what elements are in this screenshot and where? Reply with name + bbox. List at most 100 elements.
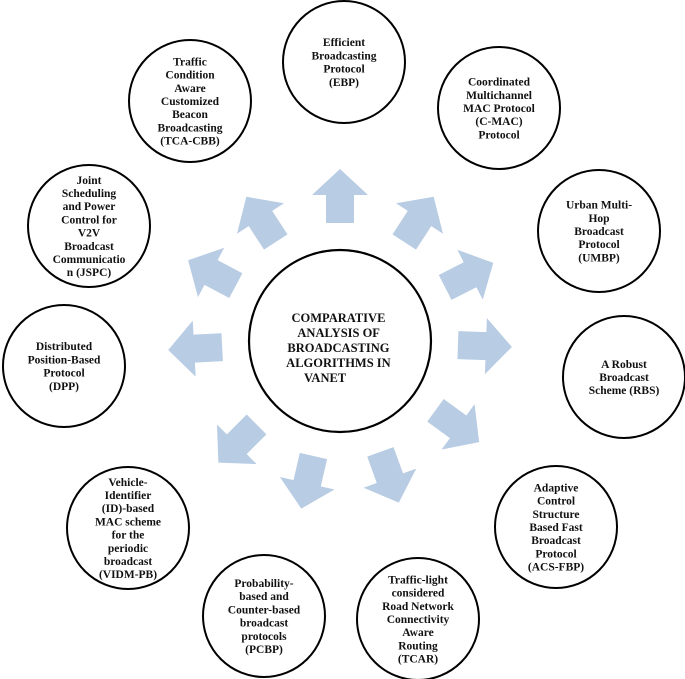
node-circle bbox=[537, 169, 661, 293]
arrow-shape bbox=[312, 169, 368, 223]
node-label-line: Broadcast bbox=[64, 241, 114, 253]
node-label-line: A Robust bbox=[601, 359, 647, 371]
node-label-line: Protocol bbox=[43, 368, 84, 380]
center-node: COMPARATIVE ANALYSIS OF BROADCASTING ALG… bbox=[247, 248, 433, 434]
node-label-line: MAC scheme bbox=[95, 516, 161, 528]
node-label-line: Broadcast bbox=[531, 535, 581, 547]
node-label-line: Based Fast bbox=[529, 522, 583, 534]
center-line: ALGORITHMS IN bbox=[286, 356, 391, 370]
node-label-line: and Power bbox=[63, 201, 116, 213]
node-label-line: protocols bbox=[241, 631, 287, 643]
arrow-group bbox=[363, 447, 417, 503]
node-label-line: broadcast bbox=[104, 556, 153, 568]
node-label-line: Counter-based bbox=[228, 604, 301, 616]
node-circle bbox=[494, 465, 618, 589]
node-label-line: Road Network bbox=[382, 601, 454, 613]
center-line: ANALYSIS OF bbox=[297, 326, 380, 340]
arrow-group bbox=[438, 249, 494, 300]
node-label-line: (DPP) bbox=[49, 381, 79, 393]
node-label-line: Protocol bbox=[323, 64, 364, 76]
node-label-line: (ID)-based bbox=[102, 503, 155, 515]
node-label-line: Control for bbox=[61, 214, 117, 226]
node-label-line: based and bbox=[239, 591, 289, 603]
node-label-line: Vehicle- bbox=[108, 477, 147, 489]
node-label-line: Scheme (RBS) bbox=[589, 385, 660, 397]
node-label-line: Beacon bbox=[172, 109, 208, 121]
arrow-group bbox=[168, 320, 223, 377]
node-label-line: Coordinated bbox=[468, 77, 531, 89]
node-label-line: for the bbox=[112, 530, 145, 542]
node-label-line: Traffic bbox=[173, 56, 207, 68]
center-label: COMPARATIVE ANALYSIS OF BROADCASTING ALG… bbox=[286, 311, 394, 385]
node-label-line: periodic bbox=[108, 543, 148, 555]
node-label-line: considered bbox=[392, 588, 445, 600]
node-label-line: Communicatio bbox=[53, 254, 126, 266]
node-label-line: Protocol bbox=[478, 129, 519, 141]
arrow-group bbox=[427, 399, 480, 450]
node-label-line: Distributed bbox=[36, 341, 93, 353]
node-circle bbox=[282, 0, 406, 124]
node-label-line: Scheduling bbox=[62, 188, 117, 200]
node-label-line: (TCAR) bbox=[398, 654, 438, 666]
node-label-line: Joint bbox=[77, 175, 102, 187]
node-label-line: Hop bbox=[588, 213, 609, 225]
node-label-line: Efficient bbox=[323, 37, 365, 49]
node-label-line: Position-Based bbox=[28, 354, 101, 366]
node-label-line: Structure bbox=[532, 509, 579, 521]
node-label-line: (PCBP) bbox=[245, 644, 283, 656]
arrow-group bbox=[392, 196, 444, 250]
arrow-shape bbox=[216, 414, 267, 465]
node-label-line: Adaptive bbox=[534, 482, 579, 494]
arrow-shape bbox=[236, 196, 288, 250]
node-label-line: Traffic-light bbox=[388, 574, 448, 586]
node-circle bbox=[202, 554, 326, 678]
arrow-group bbox=[188, 247, 243, 298]
node-label-line: Broadcast bbox=[574, 226, 624, 238]
node-circle bbox=[2, 304, 126, 428]
node-label-line: (EBP) bbox=[329, 77, 359, 89]
node-label-line: Multichannel bbox=[466, 90, 532, 102]
node-circle bbox=[66, 466, 190, 590]
node-label-line: broadcast bbox=[240, 618, 289, 630]
center-circle bbox=[247, 248, 433, 434]
node-label-line: Control bbox=[537, 496, 575, 508]
arrow-group bbox=[312, 169, 368, 223]
node-circle bbox=[128, 39, 252, 163]
node-label-line: Urban Multi- bbox=[566, 200, 632, 212]
node-label-line: Aware bbox=[174, 83, 206, 95]
arrow-group bbox=[279, 452, 335, 509]
center-line: BROADCASTING bbox=[287, 341, 389, 355]
arrow-shape bbox=[168, 320, 223, 377]
node-label-line: MAC Protocol bbox=[463, 103, 535, 115]
node-label-line: (VIDM-PB) bbox=[99, 569, 157, 581]
arrow-shape bbox=[363, 447, 417, 503]
node-label-line: Connectivity bbox=[387, 614, 450, 626]
arrow-shape bbox=[438, 249, 494, 300]
node-label-line: Customized bbox=[161, 96, 220, 108]
node-label-line: (ACS-FBP) bbox=[528, 562, 584, 574]
center-line: COMPARATIVE bbox=[291, 311, 385, 325]
node-label-line: Probability- bbox=[234, 578, 293, 590]
node-circle bbox=[27, 164, 151, 288]
node-label-line: (C-MAC) bbox=[475, 116, 522, 128]
node-label-line: Protocol bbox=[578, 239, 619, 251]
node-label-line: (TCA-CBB) bbox=[160, 136, 220, 148]
